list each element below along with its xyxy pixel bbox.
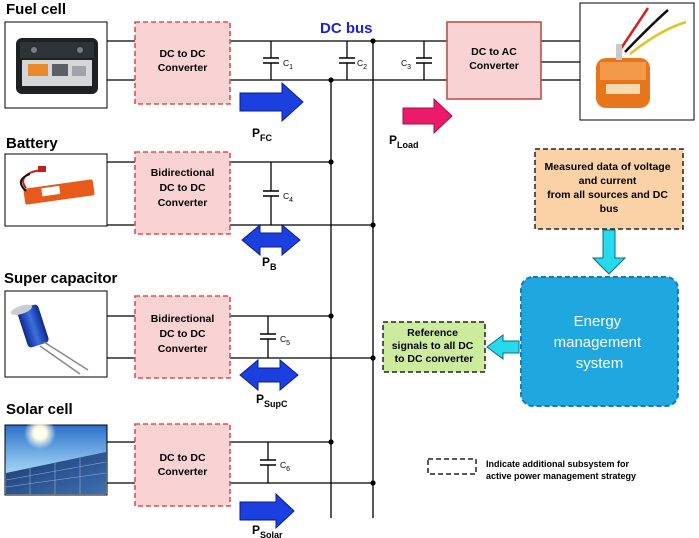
solar-panel-photo (4, 417, 108, 496)
solar-cell-title: Solar cell (6, 401, 73, 418)
ems-to-reference-arrow (486, 334, 520, 360)
p-fc-label: PFC (252, 126, 273, 143)
battery-power-arrow (241, 223, 301, 257)
dc-bus-label: DC bus (320, 20, 373, 37)
capacitor-c6 (259, 459, 277, 466)
fuel-cell-title: Fuel cell (6, 1, 66, 18)
measured-to-ems-arrow (591, 229, 627, 275)
battery-title: Battery (6, 135, 58, 152)
capacitor-c2 (338, 57, 356, 64)
c2-label: C2 (357, 58, 367, 71)
legend: Indicate additional subsystem for active… (427, 458, 636, 481)
junction-dots (328, 38, 376, 486)
capacitor-c1 (262, 57, 280, 64)
capacitor-c3 (415, 57, 433, 64)
solar-power-arrow (239, 492, 295, 530)
energy-management-system-box: Energy management system (520, 276, 679, 407)
motor-photo (579, 2, 695, 121)
svg-text:Reference signals to all: Reference signals to all DC to DC conver… (392, 327, 477, 365)
svg-text:Energy management: Energy management system (554, 313, 646, 372)
battery-pack-photo (4, 153, 108, 227)
c5-label: C5 (280, 334, 290, 347)
p-solar-label: PSolar (252, 523, 283, 538)
supercap-power-arrow (239, 358, 299, 392)
c1-label: C1 (283, 58, 293, 71)
fuel-cell-photo (4, 21, 108, 109)
measured-data-box: Measured data of voltage and current fro… (534, 148, 684, 230)
c6-label: C6 (280, 460, 290, 473)
c3-label: C3 (401, 58, 411, 71)
reference-signals-box: Reference signals to all DC to DC conver… (382, 321, 486, 373)
legend-swatch (427, 458, 477, 475)
supercapacitor-photo (4, 290, 108, 378)
capacitor-c5 (259, 333, 277, 340)
svg-text:Measured data of voltage: Measured data of voltage and current fro… (545, 161, 674, 215)
load-power-arrow (402, 97, 453, 135)
p-supc-label: PSupC (256, 392, 288, 409)
super-capacitor-title: Super capacitor (4, 270, 118, 287)
wiring (107, 40, 580, 518)
c4-label: C4 (283, 191, 293, 204)
fuel-cell-power-arrow (239, 81, 304, 123)
p-b-label: PB (262, 255, 277, 272)
legend-text: Indicate additional subsystem for active… (486, 459, 636, 481)
p-load-label: PLoad (389, 133, 419, 150)
capacitor-c4 (262, 190, 280, 197)
